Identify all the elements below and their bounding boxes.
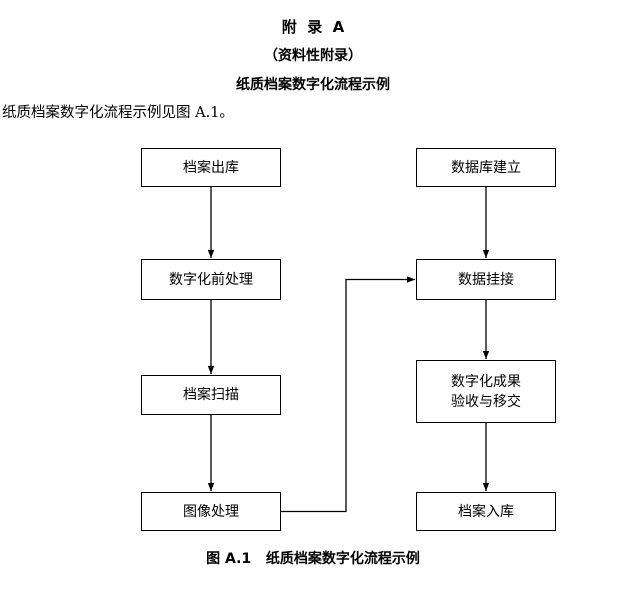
flow-node-label: 档案扫描 [183,387,239,403]
flow-node-label: 数据库建立 [451,159,521,176]
annex-heading: 附 录 A （资料性附录） 纸质档案数字化流程示例 [0,0,626,95]
flow-node-label: 数字化前处理 [169,271,253,288]
flow-node-label: 数据挂接 [458,271,514,288]
figure-caption: 图 A.1 纸质档案数字化流程示例 [206,551,420,567]
flow-node-acceptance-handover[interactable]: 数字化成果验收与移交 [416,360,556,423]
annex-title: 附 录 A [281,18,345,36]
flow-node-archive-scanning[interactable]: 档案扫描 [141,375,281,415]
flow-node-label: 图像处理 [183,503,239,520]
flow-node-data-linking[interactable]: 数据挂接 [416,259,556,300]
flow-node-archive-retrieval[interactable]: 档案出库 [141,148,281,187]
flow-edge-edge-image-to-linking [281,276,415,513]
flow-node-image-processing[interactable]: 图像处理 [141,492,281,531]
flow-node-pre-digitization[interactable]: 数字化前处理 [141,259,281,300]
flow-node-label: 档案入库 [458,503,514,520]
annex-name: 纸质档案数字化流程示例 [236,77,390,93]
flow-node-label: 档案出库 [183,159,239,176]
intro-paragraph: 纸质档案数字化流程示例见图 A.1。 [2,105,234,121]
flow-node-database-creation[interactable]: 数据库建立 [416,148,556,187]
flow-node-archive-storage[interactable]: 档案入库 [416,492,556,531]
annex-subtitle: （资料性附录） [264,48,362,64]
flow-node-label-line2: 验收与移交 [451,393,521,410]
flow-node-label: 数字化成果 [451,373,521,390]
